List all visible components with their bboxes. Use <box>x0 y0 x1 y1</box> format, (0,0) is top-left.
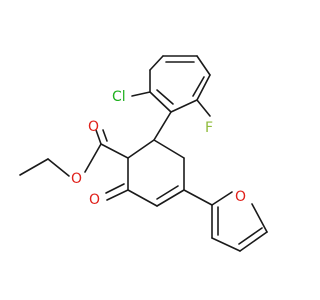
bond-layer <box>19 55 268 252</box>
bond <box>105 183 125 194</box>
bond <box>238 227 263 245</box>
furan-oxygen-label: O <box>235 189 246 205</box>
bond <box>153 111 172 141</box>
bond <box>127 189 158 207</box>
bond <box>251 203 268 233</box>
ester-ether-oxygen-label: O <box>71 171 82 187</box>
bond <box>131 91 151 97</box>
bond <box>153 139 185 159</box>
bond <box>211 191 233 206</box>
bond <box>95 129 102 145</box>
bond <box>196 99 211 117</box>
bond <box>127 139 155 159</box>
bond <box>47 158 70 177</box>
bond <box>19 158 49 176</box>
bond <box>106 189 129 201</box>
bond <box>156 89 174 105</box>
bond <box>196 74 211 101</box>
ketone-oxygen-label: O <box>89 192 100 208</box>
bond <box>84 143 102 173</box>
bond <box>196 55 211 76</box>
molecule-structure-diagram: Cl F O O O O <box>19 55 268 252</box>
bond <box>156 189 185 207</box>
bond <box>102 129 108 142</box>
bond <box>183 189 213 206</box>
bond <box>149 55 164 71</box>
bond <box>100 143 129 159</box>
ester-carbonyl-oxygen-label: O <box>88 119 99 135</box>
chlorine-atom-label: Cl <box>112 89 126 105</box>
bond <box>170 99 198 113</box>
bond <box>156 185 179 200</box>
bond <box>192 76 205 97</box>
bond <box>211 237 241 252</box>
bond <box>149 91 172 113</box>
bond <box>239 231 268 252</box>
fluorine-atom-label: F <box>205 120 213 136</box>
